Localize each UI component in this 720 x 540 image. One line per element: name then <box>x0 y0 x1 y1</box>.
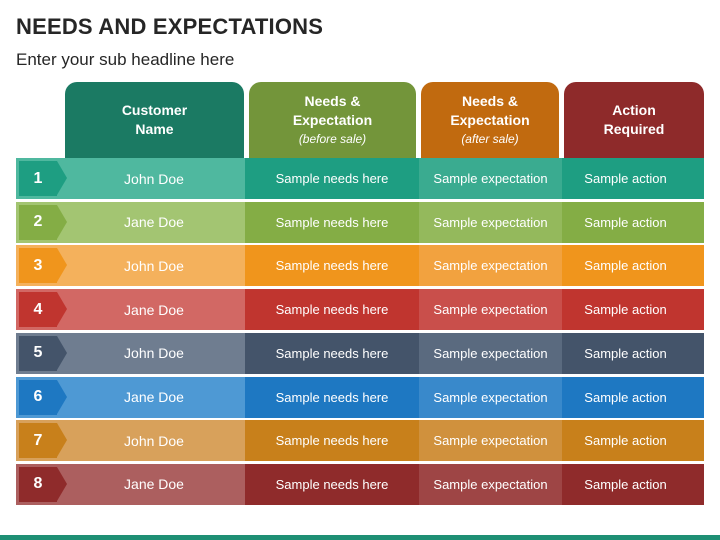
row-background <box>16 245 704 287</box>
row-number-badge: 7 <box>19 423 57 459</box>
table-row: 5 John Doe Sample needs here Sample expecta… <box>16 332 704 374</box>
row-background <box>16 420 704 462</box>
row-number-badge: 6 <box>19 379 57 415</box>
needs-cell: Sample needs here <box>275 302 389 318</box>
header-customer-label: Customer Name <box>121 102 188 137</box>
customer-name-cell: John Doe <box>124 345 184 362</box>
header-expectation-sublabel: (after sale) <box>461 132 519 146</box>
header-action-required: Action Required <box>564 82 704 158</box>
action-cell: Sample action <box>584 476 667 492</box>
needs-cell: Sample needs here <box>275 171 389 186</box>
expectation-cell: Sample expectation <box>433 433 548 449</box>
row-background <box>16 158 704 199</box>
row-number-badge: 2 <box>19 204 57 240</box>
row-background <box>16 289 704 331</box>
expectation-cell: Sample expectation <box>433 302 548 318</box>
table-row: 1 John Doe Sample needs here Sample expecta… <box>16 158 704 199</box>
header-needs-before-sale: Needs & Expectation (before sale) <box>249 82 416 158</box>
row-number-arrow <box>57 292 67 327</box>
action-cell: Sample action <box>584 389 667 405</box>
needs-cell: Sample needs here <box>275 258 389 274</box>
page-title: NEEDS AND EXPECTATIONS <box>16 14 324 39</box>
action-cell: Sample action <box>584 302 667 318</box>
action-cell: Sample action <box>584 345 667 361</box>
row-number-badge: 4 <box>19 292 57 328</box>
customer-name-cell: John Doe <box>124 257 184 274</box>
expectation-cell: Sample expectation <box>433 171 548 186</box>
header-customer-name: Customer Name <box>65 82 244 158</box>
customer-name-cell: John Doe <box>124 170 184 187</box>
needs-cell: Sample needs here <box>275 433 389 449</box>
expectation-cell: Sample expectation <box>433 345 548 361</box>
table-row: 2 Jane Doe Sample needs here Sample expecta… <box>16 201 704 243</box>
expectation-cell: Sample expectation <box>433 214 548 230</box>
row-number-arrow <box>57 335 67 370</box>
needs-cell: Sample needs here <box>275 214 389 230</box>
row-number-arrow <box>57 161 67 195</box>
page-subtitle: Enter your sub headline here <box>16 50 235 69</box>
row-number-badge: 8 <box>19 466 57 502</box>
row-background <box>16 332 704 374</box>
expectation-cell: Sample expectation <box>433 476 548 492</box>
header-expectation-after-sale: Needs & Expectation (after sale) <box>421 82 559 158</box>
needs-cell: Sample needs here <box>275 389 389 405</box>
customer-name-cell: Jane Doe <box>124 476 184 493</box>
row-number-arrow <box>57 423 67 458</box>
header-needs-sublabel: (before sale) <box>298 132 367 146</box>
row-background <box>16 201 704 243</box>
customer-name-cell: Jane Doe <box>124 301 184 318</box>
table-row: 8 Jane Doe Sample needs here Sample expecta… <box>16 463 704 505</box>
action-cell: Sample action <box>584 258 667 274</box>
row-number-arrow <box>57 466 67 501</box>
action-cell: Sample action <box>584 433 667 449</box>
customer-name-cell: Jane Doe <box>124 214 184 231</box>
row-number-arrow <box>57 248 67 283</box>
header-expectation-label: Needs & Expectation <box>450 93 530 128</box>
header-needs-label: Needs & Expectation <box>292 93 373 128</box>
expectation-cell: Sample expectation <box>433 389 548 405</box>
table-row: 6 Jane Doe Sample needs here Sample expecta… <box>16 376 704 418</box>
table-row: 3 John Doe Sample needs here Sample expecta… <box>16 245 704 287</box>
needs-cell: Sample needs here <box>275 345 389 361</box>
header-action-label: Action Required <box>603 102 665 137</box>
needs-cell: Sample needs here <box>275 476 389 492</box>
row-background <box>16 376 704 418</box>
action-cell: Sample action <box>584 214 667 230</box>
row-number-badge: 5 <box>19 335 57 371</box>
action-cell: Sample action <box>584 171 667 186</box>
bottom-accent-bar <box>0 535 720 540</box>
expectation-cell: Sample expectation <box>433 258 548 274</box>
customer-name-cell: John Doe <box>124 432 184 449</box>
row-number-arrow <box>57 379 67 414</box>
table-row: 4 Jane Doe Sample needs here Sample expecta… <box>16 289 704 331</box>
table-row: 7 John Doe Sample needs here Sample expecta… <box>16 420 704 462</box>
row-number-badge: 3 <box>19 248 57 284</box>
customer-name-cell: Jane Doe <box>124 389 184 405</box>
row-number-badge: 1 <box>19 161 57 196</box>
row-number-arrow <box>57 204 67 239</box>
row-background <box>16 463 704 505</box>
